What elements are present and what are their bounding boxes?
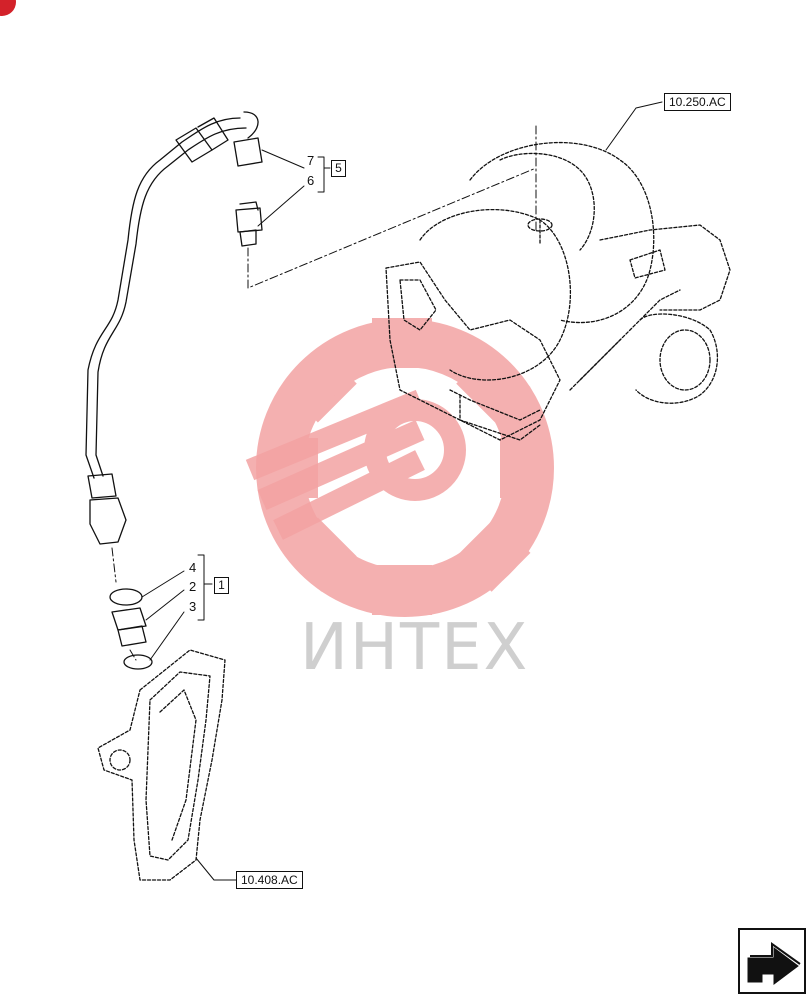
callout-group-1: 1 (214, 577, 229, 594)
alignment-lines (111, 125, 537, 661)
callout-7: 7 (307, 153, 315, 168)
ref-housing[interactable]: 10.408.AC (236, 871, 303, 889)
callout-3: 3 (189, 599, 197, 614)
fitting-2-and-seals (109, 588, 153, 670)
housing-outline (97, 649, 226, 881)
callout-6: 6 (307, 173, 315, 188)
leader-lines (141, 101, 663, 881)
watermark-text: ИНТЕХ (300, 611, 530, 685)
callout-4: 4 (189, 560, 197, 575)
next-page-arrow-icon (747, 942, 801, 985)
turbocharger-outline (385, 142, 731, 441)
oil-feed-pipe (85, 111, 263, 545)
next-page-button[interactable] (738, 928, 806, 994)
callout-2: 2 (189, 579, 197, 594)
callout-group-5: 5 (331, 160, 346, 177)
ref-turbocharger[interactable]: 10.250.AC (664, 93, 731, 111)
fitting-6 (235, 201, 263, 247)
